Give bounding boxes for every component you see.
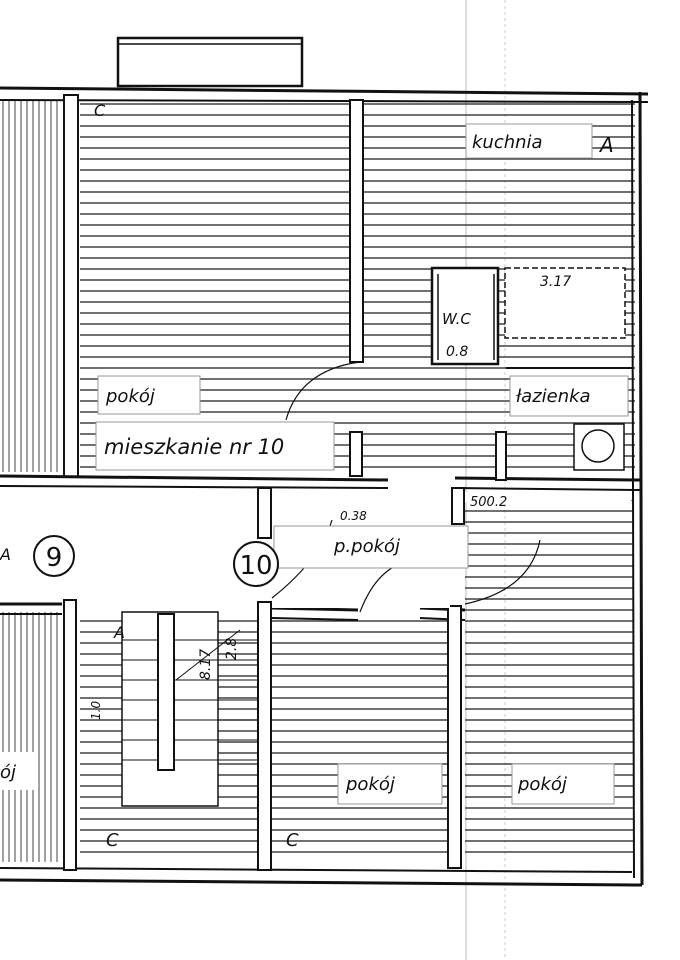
hall-label: p.pokój (333, 536, 400, 557)
staircase (121, 611, 258, 807)
kitchen-counter (504, 267, 626, 339)
room-bottom-mid-label-box (337, 763, 443, 805)
stair-dim-b: 2.8 (224, 638, 240, 660)
kitchen-label: kuchnia (472, 132, 543, 153)
stair-dim-a: 8.17 (198, 649, 214, 680)
left-dim: 1.0 (89, 701, 103, 720)
room-bottom-right-label: pokój (517, 774, 567, 795)
hall-dim-right: 500.2 (470, 495, 507, 510)
hall-right (465, 492, 631, 502)
apartment-label-box (95, 421, 335, 471)
stair-marker-9 (33, 535, 75, 577)
stair-marker-9-label: 9 (46, 543, 63, 573)
bathroom-label-box (509, 375, 629, 417)
hall-label-box (273, 525, 469, 569)
stair-arrow-label: A (113, 623, 125, 642)
hall-dim-left: 0.38 (340, 509, 367, 523)
room-left-partial-label-box (0, 752, 36, 790)
sink (581, 429, 615, 463)
left-mark: A (0, 545, 11, 564)
walls (0, 86, 649, 887)
room-top-left-label: pokój (105, 386, 155, 407)
wc-label: W.C (442, 310, 471, 328)
wc-dim: 0.8 (446, 344, 468, 360)
corner-c-3: C (94, 101, 106, 120)
stair-marker-10 (233, 541, 279, 587)
apartment-label: mieszkanie nr 10 (104, 435, 284, 459)
room-bottom-mid-label: pokój (345, 774, 395, 795)
room-left-partial-label: ój (0, 762, 16, 783)
stair-marker-10-label: 10 (239, 551, 272, 581)
room-area-left-bottom (0, 612, 62, 862)
balcony (116, 36, 304, 88)
bathroom-label: łazienka (516, 386, 591, 407)
kitchen-label-box (465, 123, 593, 159)
room-top-left-label-box (97, 375, 201, 415)
room-bottom-right-label-box (511, 763, 615, 805)
wc-top-dim: 3.17 (540, 274, 571, 290)
room-area-bottom-mid (272, 612, 447, 862)
kitchen-corner-mark: A (598, 133, 614, 157)
room-area-bottom-right (465, 500, 633, 862)
landing (80, 490, 256, 610)
corner-c-1: C (106, 830, 119, 851)
room-area-left (0, 100, 62, 472)
corner-c-2: C (286, 830, 299, 851)
